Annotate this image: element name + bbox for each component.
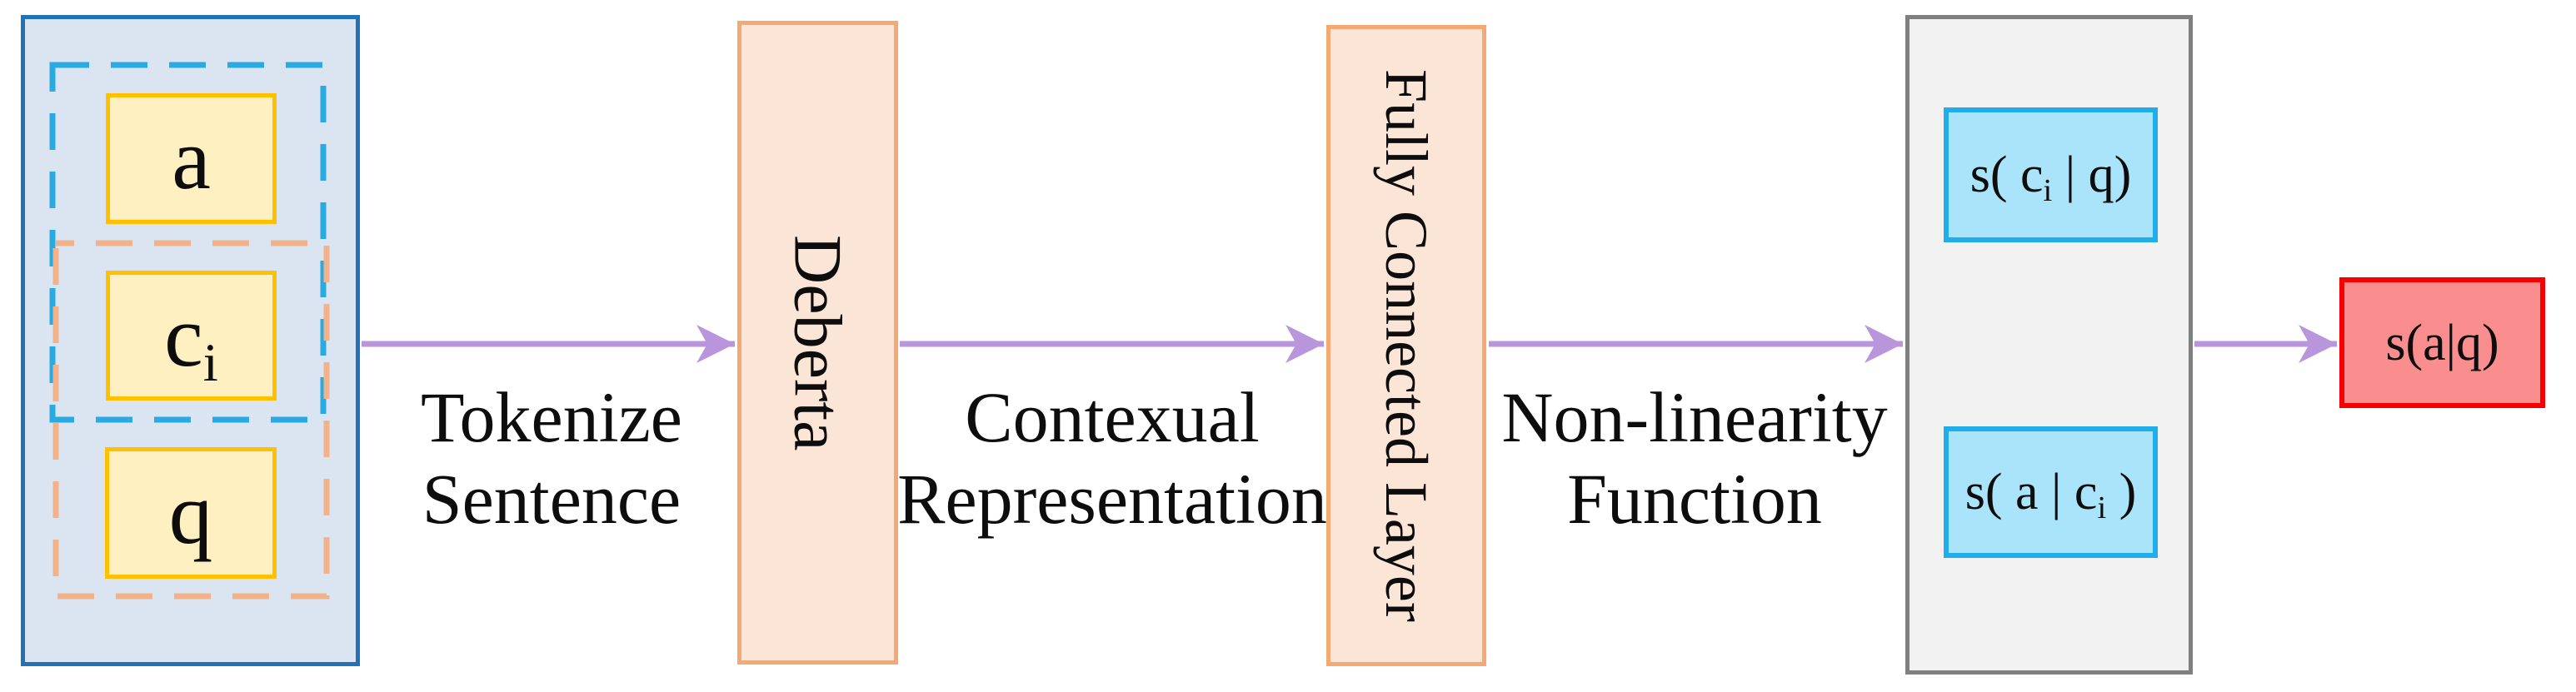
- arrow-label-contexual-representation: Contexual Representation: [854, 376, 1370, 540]
- score1-subscript: i: [2043, 172, 2053, 208]
- token-box-a: a: [106, 93, 277, 224]
- token-box-ci: ci: [106, 271, 277, 401]
- arrow-label-line: Tokenize: [421, 377, 682, 457]
- final-score-label: s(a|q): [2385, 314, 2499, 371]
- score-a-given-ci-label: s( a | ci ): [1964, 464, 2137, 525]
- score-box-a-given-ci: s( a | ci ): [1944, 426, 2158, 558]
- arrow-label-tokenize-sentence: Tokenize Sentence: [293, 376, 810, 540]
- deberta-stage-box: Deberta: [737, 21, 898, 665]
- arrow-label-line: Non-linearity: [1501, 377, 1888, 457]
- token-ci-subscript: i: [202, 332, 218, 393]
- deberta-label: Deberta: [780, 234, 856, 451]
- token-a-label: a: [172, 110, 211, 207]
- token-q-label: q: [168, 464, 213, 562]
- arrow-label-line: Sentence: [422, 459, 681, 539]
- token-ci-label: ci: [164, 286, 218, 393]
- arrow-label-line: Function: [1567, 459, 1822, 539]
- final-score-box-a-given-q: s(a|q): [2339, 277, 2545, 408]
- fully-connected-layer-label: Fully Connected Layer: [1373, 69, 1440, 622]
- score-box-ci-given-q: s( ci | q): [1944, 107, 2158, 242]
- score2-subscript: i: [2097, 490, 2107, 525]
- arrow-label-non-linearity-function: Non-linearity Function: [1436, 376, 1953, 540]
- token-box-q: q: [105, 447, 277, 579]
- fully-connected-layer-box: Fully Connected Layer: [1326, 25, 1486, 666]
- arrow-label-line: Contexual: [965, 377, 1260, 457]
- score-ci-given-q-label: s( ci | q): [1969, 147, 2132, 208]
- arrow-label-line: Representation: [897, 459, 1327, 539]
